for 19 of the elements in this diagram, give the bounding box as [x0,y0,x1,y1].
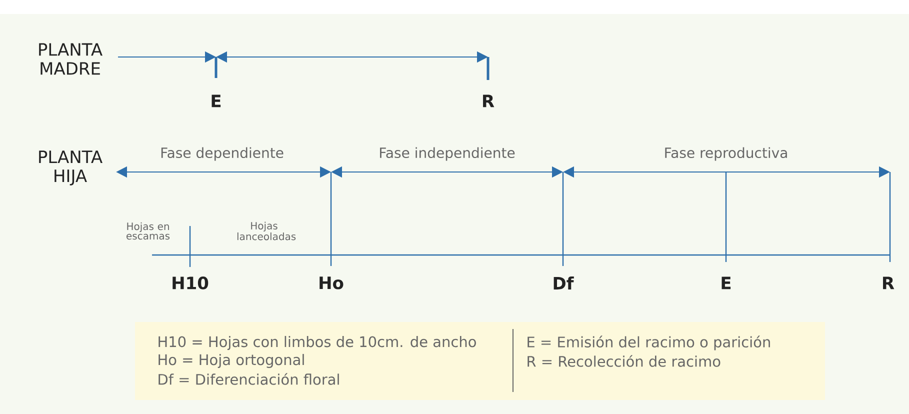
phase-label: Fase dependiente [161,147,284,161]
legend-text: Df = Diferenciación floral [158,373,339,385]
phase-label: Fase independiente [380,147,515,161]
tick-label: H10 [172,276,208,290]
tick-label: R [483,94,494,108]
row-heading: PLANTA HIJA [39,150,102,186]
row-heading: PLANTA MADRE [39,43,102,75]
tick-label: R [883,276,894,290]
tick-label: E [722,276,731,290]
legend-text: Ho = Hoja ortogonal [158,354,304,368]
tick-label: E [212,94,221,108]
legend-text: H10 = Hojas con limbos de 10cm. de ancho [158,336,476,350]
stage-label: Hojas en escamas [126,222,170,240]
tick-label: Df [554,276,574,290]
phase-label: Fase reproductiva [665,147,787,161]
stage-label: Hojas lanceoladas [237,222,296,240]
legend-text: R = Recolección de racimo [528,355,720,367]
legend-text: E = Emisión del racimo o parición [528,336,770,350]
tick-label: Ho [320,276,344,290]
